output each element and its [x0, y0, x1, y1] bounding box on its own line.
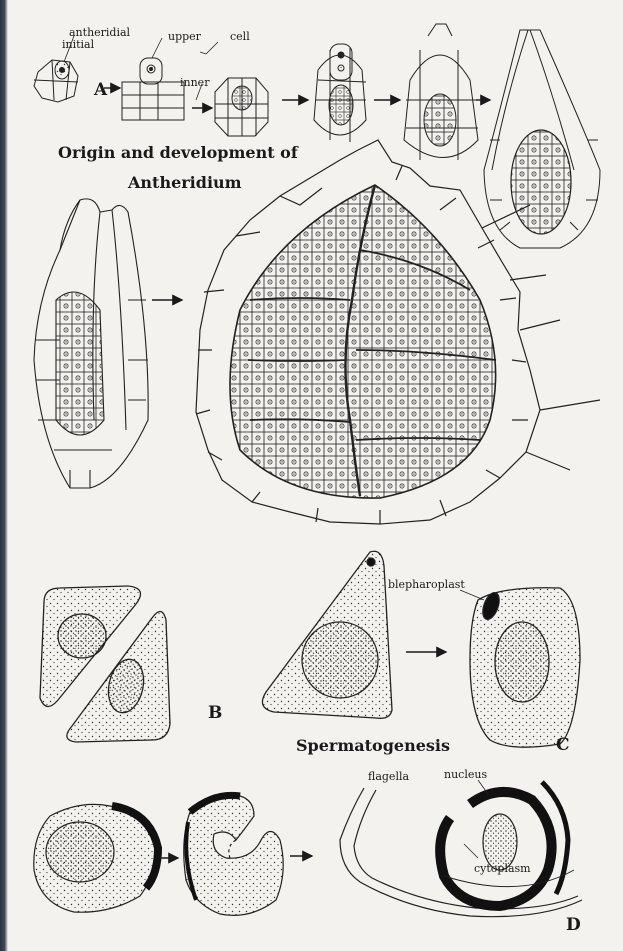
label-initial: initial — [62, 38, 95, 51]
panel-letter-c: C — [556, 735, 570, 755]
spermatid-1 — [34, 804, 158, 912]
figure-title-line1: Origin and development of — [58, 143, 299, 162]
antheridium-stage-5 — [404, 24, 478, 160]
antheridium-stage-1 — [34, 60, 78, 102]
antheridium-stage-6 — [484, 30, 600, 248]
figure-title-line2: Antheridium — [127, 173, 242, 192]
panel-letter-b: B — [208, 703, 222, 723]
antheridium-stage-2 — [122, 58, 184, 120]
label-flagella: flagella — [368, 770, 409, 783]
antheridium-stage-3 — [215, 78, 268, 136]
androcyte-pair — [40, 586, 170, 742]
spermatozoid — [340, 782, 582, 917]
spermatid-2 — [184, 795, 283, 915]
androcyte-triangle — [262, 551, 392, 718]
elongated-antheridium — [34, 199, 148, 488]
label-nucleus: nucleus — [444, 768, 487, 781]
label-blepharoplast: blepharoplast — [388, 578, 465, 591]
label-inner: inner — [180, 76, 210, 89]
antheridium-stage-4 — [314, 44, 366, 142]
label-cell: cell — [230, 30, 250, 43]
panel-letter-d: D — [566, 915, 581, 935]
blepharoplast-leader — [460, 590, 484, 600]
panel-letter-a: A — [93, 80, 108, 100]
androcyte-oval — [470, 588, 580, 747]
label-upper: upper — [168, 30, 202, 43]
section-title-spermatogenesis: Spermatogenesis — [296, 736, 450, 755]
cytoplasm-leader — [464, 844, 478, 858]
label-cytoplasm: cytoplasm — [474, 862, 531, 875]
